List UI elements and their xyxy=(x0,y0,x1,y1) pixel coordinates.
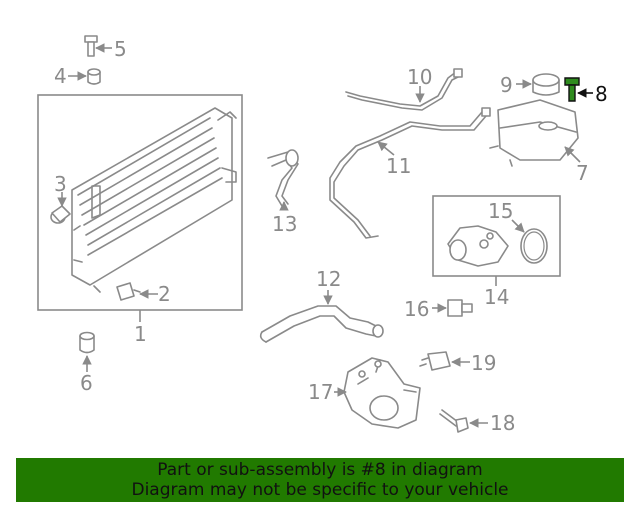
part-19-sensor[interactable] xyxy=(419,351,451,371)
leader-15 xyxy=(511,219,525,233)
callout-11[interactable]: 11 xyxy=(386,154,411,178)
callout-12[interactable]: 12 xyxy=(316,267,341,291)
info-banner: Part or sub-assembly is #8 in diagram Di… xyxy=(16,458,624,502)
radiator-assembly[interactable] xyxy=(37,94,243,311)
callout-6[interactable]: 6 xyxy=(80,371,93,395)
part-2-sensor[interactable] xyxy=(116,282,141,301)
part-13-hose[interactable] xyxy=(267,149,299,207)
part-12-hose[interactable] xyxy=(259,305,384,343)
banner-line-2: Diagram may not be specific to your vehi… xyxy=(131,480,509,500)
callout-10[interactable]: 10 xyxy=(407,65,432,89)
callout-5[interactable]: 5 xyxy=(114,37,127,61)
callout-19[interactable]: 19 xyxy=(471,351,496,375)
part-16-bolt[interactable] xyxy=(447,299,473,317)
part-4-bushing[interactable] xyxy=(87,68,101,85)
leader-11 xyxy=(377,141,395,156)
callout-13[interactable]: 13 xyxy=(272,212,297,236)
part-14-thermostat-housing[interactable] xyxy=(432,195,561,277)
callout-9[interactable]: 9 xyxy=(500,73,513,97)
part-17-housing[interactable] xyxy=(343,357,421,429)
part-7-reservoir[interactable] xyxy=(489,99,579,167)
part-8-bolt[interactable] xyxy=(564,77,580,102)
banner-line-1: Part or sub-assembly is #8 in diagram xyxy=(157,460,483,480)
callout-15[interactable]: 15 xyxy=(488,199,513,223)
part-5-bolt[interactable] xyxy=(84,35,98,57)
part-15-gasket[interactable] xyxy=(520,228,548,264)
callout-1[interactable]: 1 xyxy=(134,322,147,346)
part-18-bolt[interactable] xyxy=(439,409,469,433)
callout-3[interactable]: 3 xyxy=(54,172,67,196)
part-9-cap[interactable] xyxy=(532,73,560,96)
part-11-hose[interactable] xyxy=(329,107,491,239)
callout-8[interactable]: 8 xyxy=(595,82,608,106)
callout-2[interactable]: 2 xyxy=(158,282,171,306)
callout-17[interactable]: 17 xyxy=(308,380,333,404)
callout-14[interactable]: 14 xyxy=(484,285,509,309)
callout-16[interactable]: 16 xyxy=(404,297,429,321)
callout-18[interactable]: 18 xyxy=(490,411,515,435)
callout-4[interactable]: 4 xyxy=(54,64,67,88)
leader-7 xyxy=(564,146,581,163)
part-3-plug[interactable] xyxy=(50,205,71,224)
callout-7[interactable]: 7 xyxy=(576,161,589,185)
part-6-mount[interactable] xyxy=(79,331,95,354)
part-10-hose[interactable] xyxy=(345,68,463,111)
